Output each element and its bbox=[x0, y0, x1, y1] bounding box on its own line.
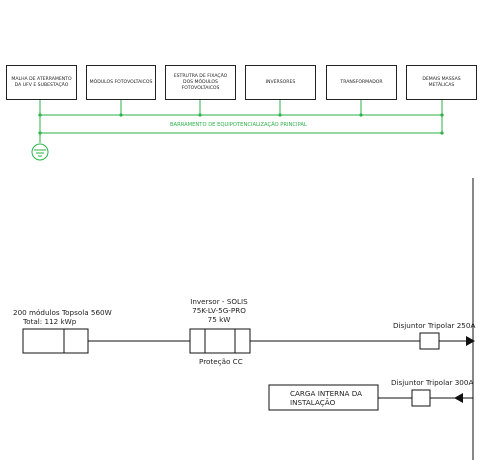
pv-array-line2: Total: 112 kWp bbox=[23, 317, 77, 326]
ground-icon bbox=[31, 143, 49, 161]
box-transformer: TRANSFORMADOR bbox=[326, 65, 397, 100]
junction-dot bbox=[359, 113, 363, 117]
inverter-label: Inversor - SOLIS 75K-LV-5G-PRO 75 kW bbox=[186, 297, 252, 324]
junction-dot bbox=[278, 113, 282, 117]
pv-array-line1: 200 módulos Topsola 560W bbox=[13, 308, 112, 317]
load-box bbox=[268, 384, 379, 411]
load-label: CARGA INTERNA DA INSTALAÇÃO bbox=[290, 389, 362, 407]
junction-dot bbox=[440, 113, 444, 117]
arrow-right-icon bbox=[466, 336, 475, 346]
equipotential-wiring bbox=[39, 100, 443, 143]
inverter-line1: Inversor - SOLIS bbox=[190, 297, 248, 306]
junction-dot bbox=[119, 113, 123, 117]
junction-dot bbox=[440, 131, 444, 135]
dc-protection-label: Proteção CC bbox=[199, 357, 243, 366]
breaker-300a-label: Disjuntor Tripolar 300A bbox=[391, 378, 474, 387]
bus-label: BARRAMENTO DE EQUIPOTENCIALIZAÇÃO PRINCI… bbox=[170, 122, 307, 128]
junction-dot bbox=[38, 113, 42, 117]
pv-array-box bbox=[22, 328, 89, 354]
box-other-metal-masses: DEMAIS MASSAS METÁLICAS bbox=[406, 65, 477, 100]
junction-dots bbox=[38, 113, 444, 135]
box-mounting-structure: ESTRUTRA DE FIXAÇÃO DOS MÓDULOS FOTOVOLT… bbox=[165, 65, 236, 100]
inverter-line3: 75 kW bbox=[207, 315, 231, 324]
inverter-box bbox=[189, 328, 251, 354]
box-grounding-mesh: MALHA DE ATERRAMENTO DA UFV E SUBESTAÇÃO bbox=[6, 65, 77, 100]
junction-dot bbox=[198, 113, 202, 117]
load-line2: INSTALAÇÃO bbox=[290, 398, 336, 407]
inverter-line2: 75K-LV-5G-PRO bbox=[192, 306, 246, 315]
breaker-300a-symbol bbox=[411, 389, 431, 407]
load-line1: CARGA INTERNA DA bbox=[290, 389, 363, 398]
junction-dot bbox=[38, 131, 42, 135]
breaker-250a-symbol bbox=[419, 332, 440, 350]
box-inverters: INVERSORES bbox=[245, 65, 316, 100]
arrow-left-icon bbox=[454, 393, 463, 403]
breaker-250a-label: Disjuntor Tripolar 250A bbox=[393, 321, 476, 330]
pv-array-label: 200 módulos Topsola 560W Total: 112 kWp bbox=[13, 308, 112, 326]
box-pv-modules: MÓDULOS FOTOVOLTAICOS bbox=[86, 65, 156, 100]
single-line-wiring bbox=[63, 178, 474, 460]
